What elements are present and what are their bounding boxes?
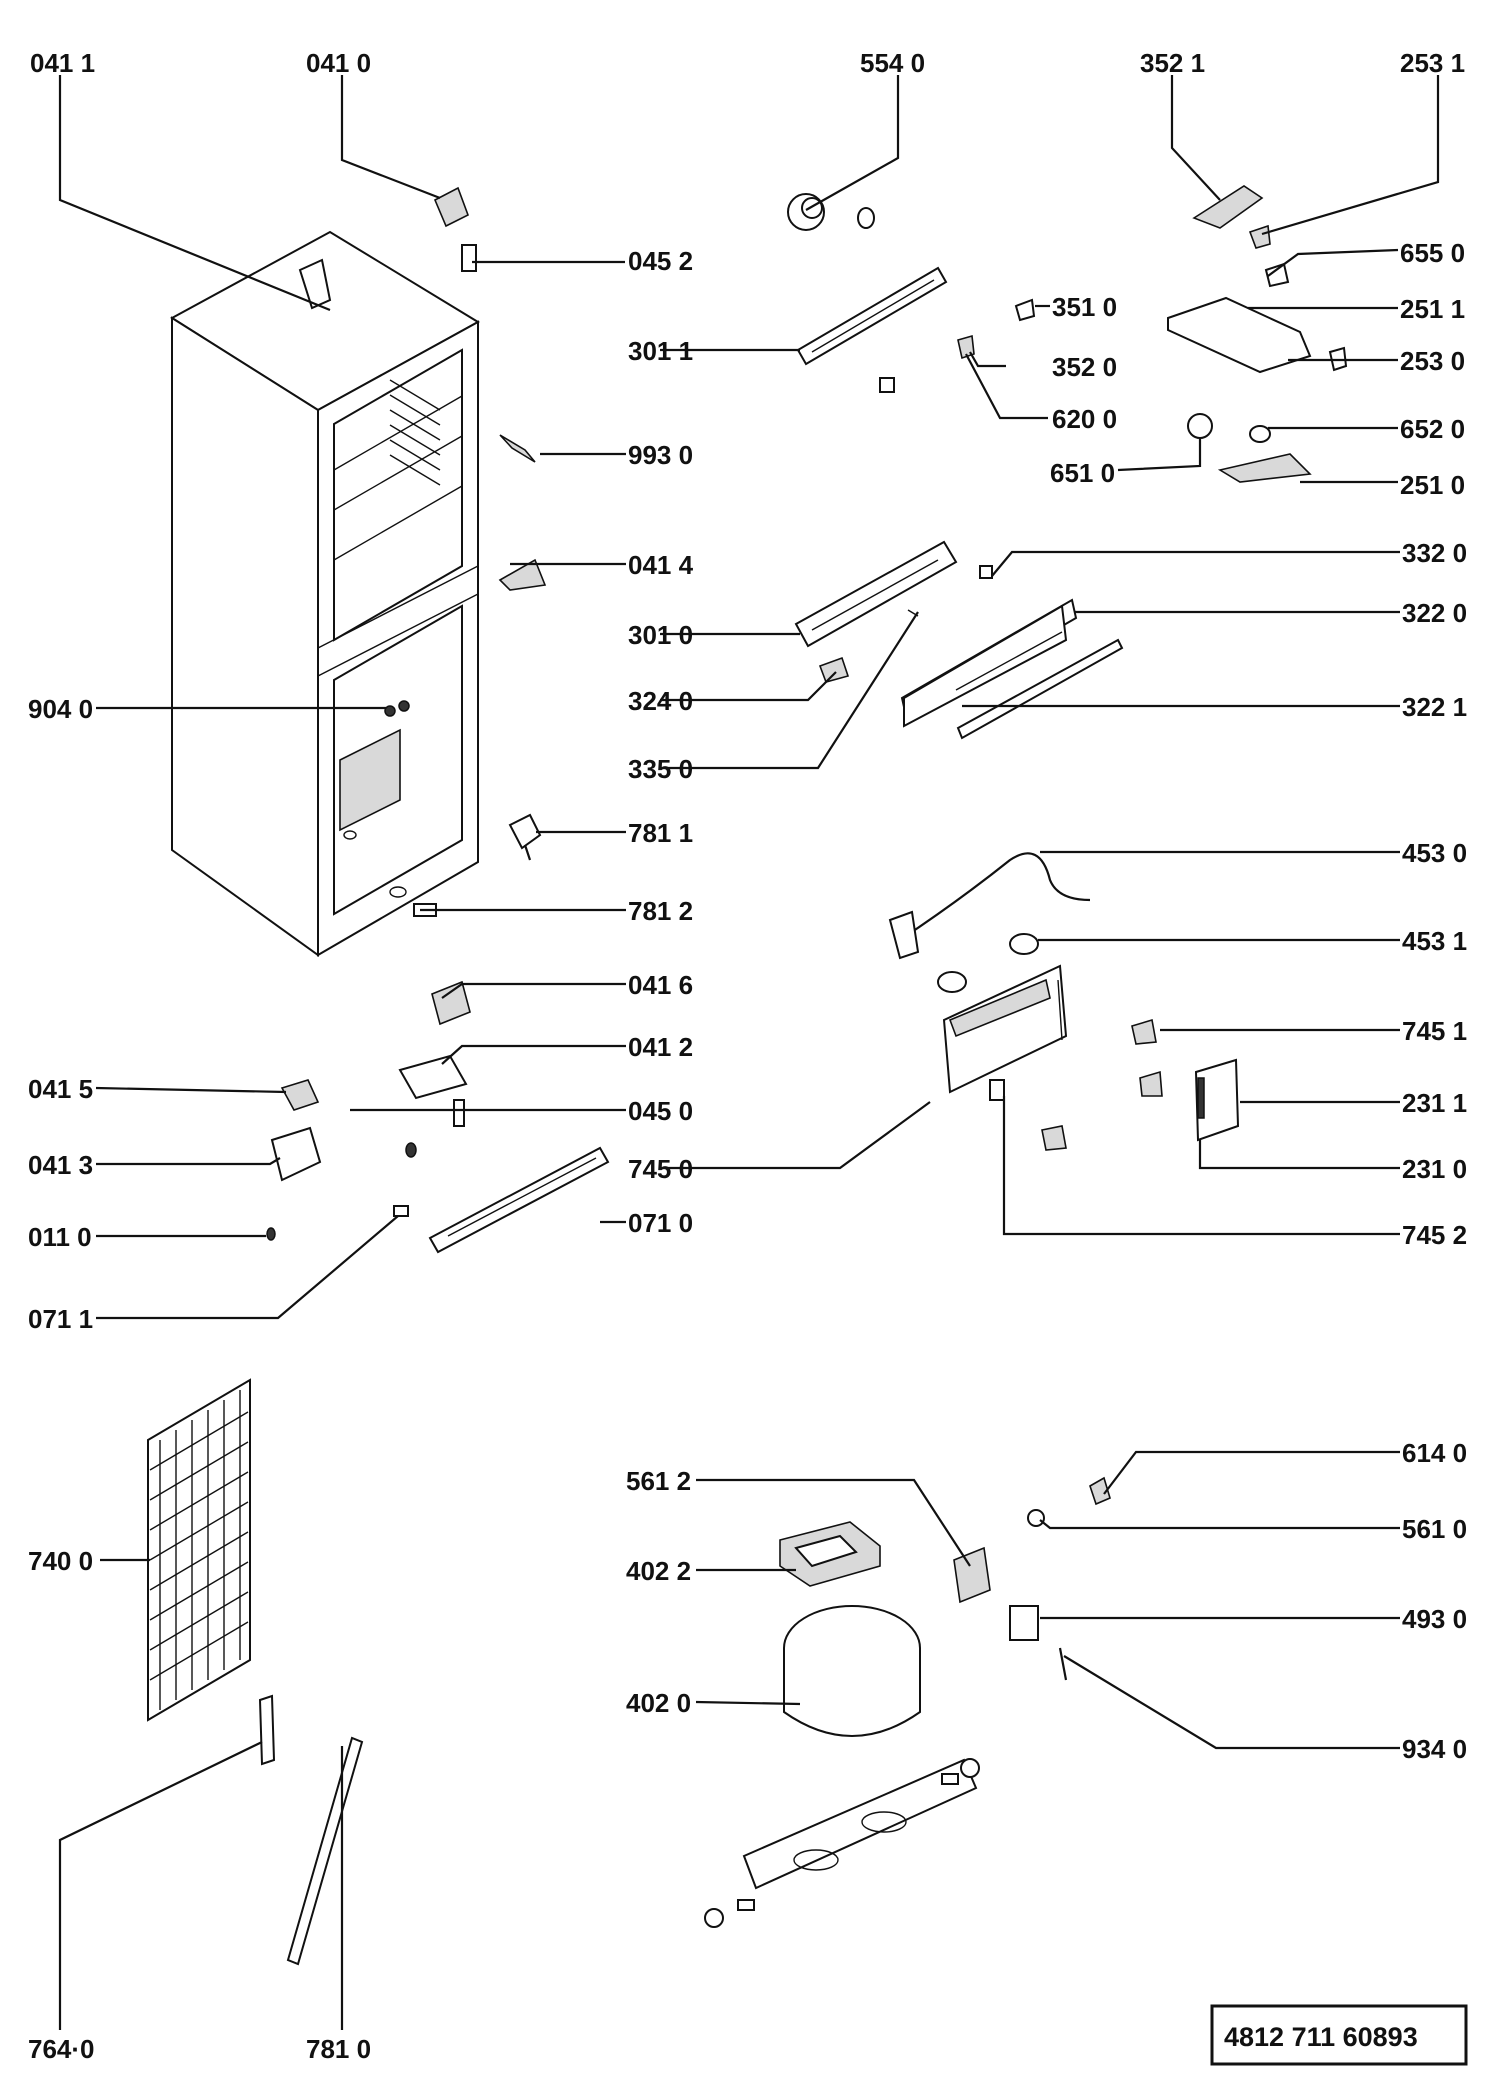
label-561-0: 561 0 bbox=[1402, 1514, 1467, 1544]
label-301-0: 301 0 bbox=[628, 620, 693, 650]
label-041-0: 041 0 bbox=[306, 48, 371, 78]
part-labels: 041 1 041 0 554 0 352 1 253 1 045 2 655 … bbox=[28, 48, 1467, 2064]
label-402-2: 402 2 bbox=[626, 1556, 691, 1586]
label-301-1: 301 1 bbox=[628, 336, 693, 366]
label-493-0: 493 0 bbox=[1402, 1604, 1467, 1634]
label-781-2: 781 2 bbox=[628, 896, 693, 926]
label-322-0: 322 0 bbox=[1402, 598, 1467, 628]
label-041-2: 041 2 bbox=[628, 1032, 693, 1062]
leader-lines bbox=[58, 75, 1440, 2030]
label-231-1: 231 1 bbox=[1402, 1088, 1467, 1118]
label-745-1: 745 1 bbox=[1402, 1016, 1467, 1046]
reference-box: 4812 711 60893 bbox=[1210, 2004, 1468, 2066]
label-251-1: 251 1 bbox=[1400, 294, 1465, 324]
hinge-parts-drawing bbox=[384, 186, 547, 917]
label-652-0: 652 0 bbox=[1400, 414, 1465, 444]
compressor-drawing bbox=[704, 1476, 1111, 1928]
label-071-0: 071 0 bbox=[628, 1208, 693, 1238]
label-745-0: 745 0 bbox=[628, 1154, 693, 1184]
label-993-0: 993 0 bbox=[628, 440, 693, 470]
label-045-2: 045 2 bbox=[628, 246, 693, 276]
label-351-0: 351 0 bbox=[1052, 292, 1117, 322]
label-934-0: 934 0 bbox=[1402, 1734, 1467, 1764]
label-335-0: 335 0 bbox=[628, 754, 693, 784]
label-620-0: 620 0 bbox=[1052, 404, 1117, 434]
label-781-1: 781 1 bbox=[628, 818, 693, 848]
label-651-0: 651 0 bbox=[1050, 458, 1115, 488]
label-453-1: 453 1 bbox=[1402, 926, 1467, 956]
label-041-4: 041 4 bbox=[628, 550, 694, 580]
label-231-0: 231 0 bbox=[1402, 1154, 1467, 1184]
label-614-0: 614 0 bbox=[1402, 1438, 1467, 1468]
control-parts-drawing bbox=[787, 185, 1348, 740]
label-041-1: 041 1 bbox=[30, 48, 95, 78]
label-740-0: 740 0 bbox=[28, 1546, 93, 1576]
label-253-0: 253 0 bbox=[1400, 346, 1465, 376]
lamp-parts-drawing bbox=[888, 852, 1240, 1151]
label-322-1: 322 1 bbox=[1402, 692, 1467, 722]
label-041-3: 041 3 bbox=[28, 1150, 93, 1180]
label-352-1: 352 1 bbox=[1140, 48, 1205, 78]
label-745-2: 745 2 bbox=[1402, 1220, 1467, 1250]
label-781-0: 781 0 bbox=[306, 2034, 371, 2064]
label-253-1: 253 1 bbox=[1400, 48, 1465, 78]
label-561-2: 561 2 bbox=[626, 1466, 691, 1496]
label-352-0: 352 0 bbox=[1052, 352, 1117, 382]
label-045-0: 045 0 bbox=[628, 1096, 693, 1126]
cabinet-drawing bbox=[170, 230, 480, 957]
label-904-0: 904 0 bbox=[28, 694, 93, 724]
label-655-0: 655 0 bbox=[1400, 238, 1465, 268]
label-554-0: 554 0 bbox=[860, 48, 925, 78]
label-324-0: 324 0 bbox=[628, 686, 693, 716]
label-764-0: 764·0 bbox=[28, 2034, 95, 2064]
label-041-6: 041 6 bbox=[628, 970, 693, 1000]
reference-number: 4812 711 60893 bbox=[1224, 2022, 1418, 2052]
label-071-1: 071 1 bbox=[28, 1304, 93, 1334]
label-402-0: 402 0 bbox=[626, 1688, 691, 1718]
label-251-0: 251 0 bbox=[1400, 470, 1465, 500]
label-453-0: 453 0 bbox=[1402, 838, 1467, 868]
lower-hinge-parts-drawing bbox=[266, 980, 610, 1254]
label-011-0: 011 0 bbox=[28, 1222, 92, 1252]
condenser-drawing bbox=[147, 1378, 364, 1966]
label-041-5: 041 5 bbox=[28, 1074, 93, 1104]
label-332-0: 332 0 bbox=[1402, 538, 1467, 568]
